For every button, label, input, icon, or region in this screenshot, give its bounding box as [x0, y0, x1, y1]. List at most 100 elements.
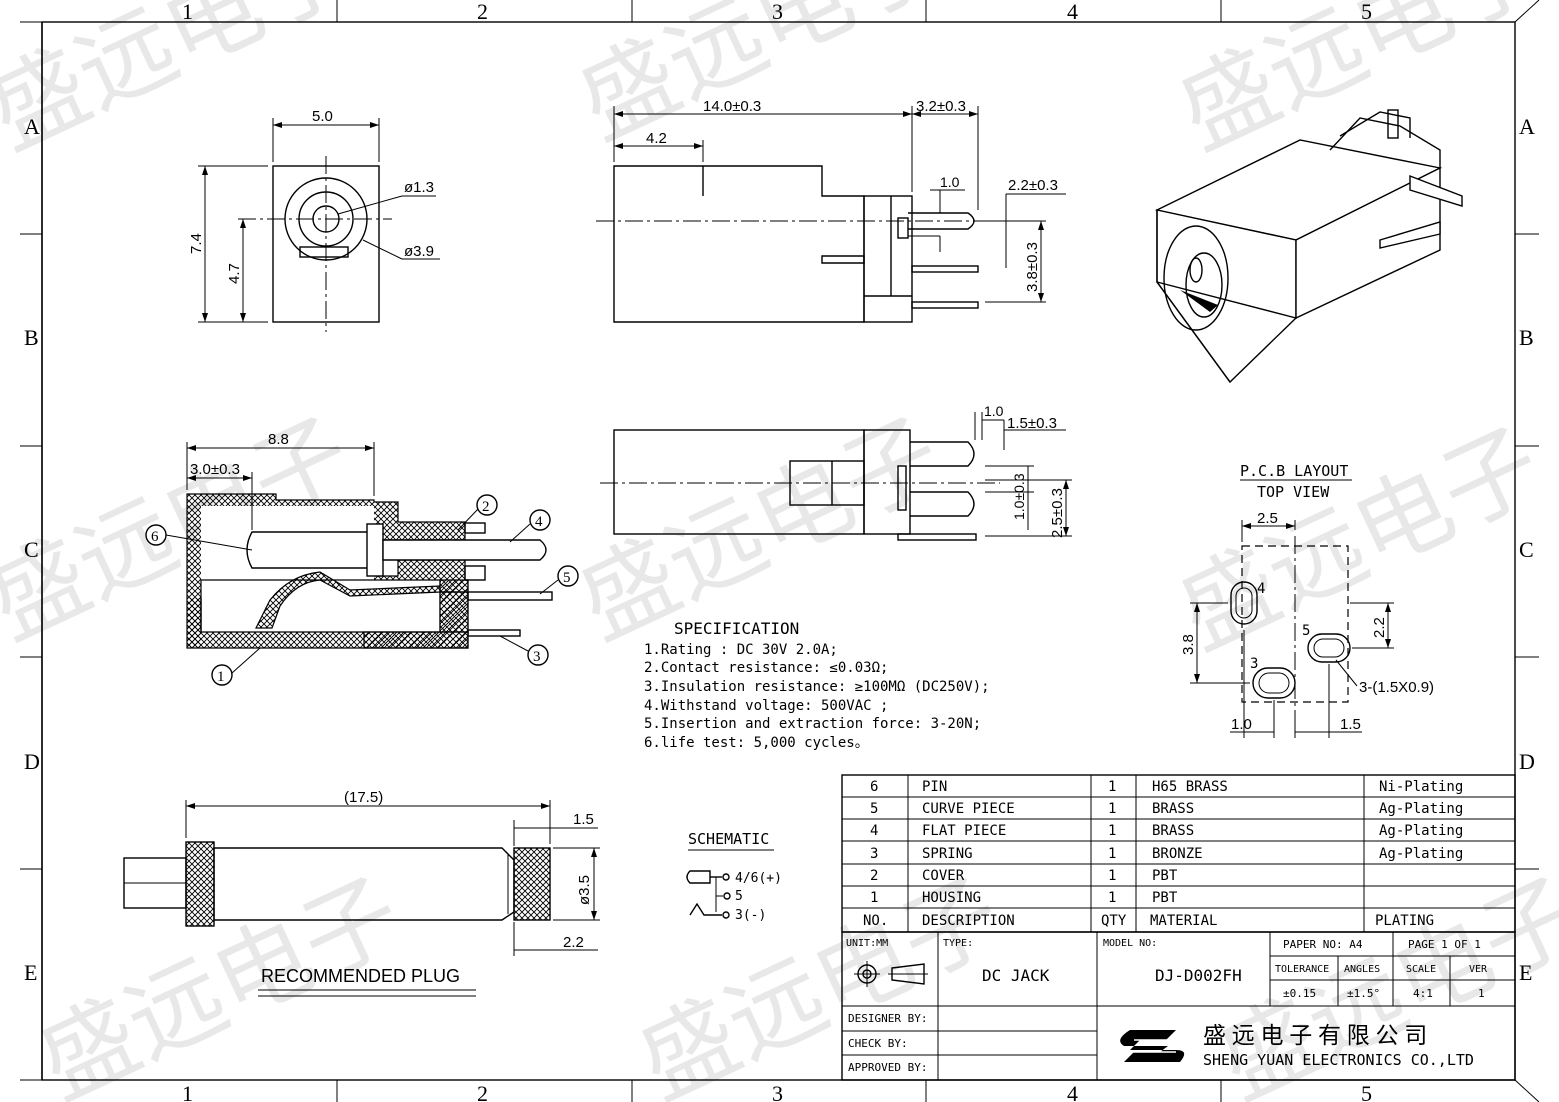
zone-row-label: D — [1519, 749, 1535, 774]
bom-cell: BRASS — [1152, 823, 1194, 839]
watermark-text: 盛远电子 — [562, 0, 957, 161]
specification: SPECIFICATION 1.Rating : DC 30V 2.0A; 2.… — [644, 619, 990, 751]
designer-label: DESIGNER BY: — [848, 1012, 927, 1025]
zone-col-label: 5 — [1361, 0, 1372, 24]
dim-label: ø3.9 — [404, 243, 434, 260]
bom-cell: 1 — [870, 890, 878, 906]
front-view: 5.0 7.4 4.7 ø1.3 ø3.9 — [188, 108, 440, 332]
zone-row-label: B — [1519, 325, 1534, 350]
bom-cell: 3 — [870, 846, 878, 862]
dim-label: 2.2±0.3 — [1008, 177, 1058, 194]
schematic-label: 4/6(+) — [735, 871, 782, 886]
zone-col-label: 4 — [1067, 1081, 1078, 1102]
dim-label: 4.2 — [646, 130, 667, 147]
bom-cell: BRONZE — [1152, 846, 1203, 862]
type-label: TYPE: — [943, 938, 973, 949]
dim-label: ø1.3 — [404, 179, 434, 196]
bom-cell: Ag-Plating — [1379, 823, 1463, 839]
dim-label: 3.8 — [1180, 634, 1197, 655]
side-view: 14.0±0.3 4.2 3.2±0.3 1.0 2.2±0.3 3.8±0.3 — [596, 98, 1066, 323]
paper-label: PAPER NO: A4 — [1283, 938, 1363, 951]
approved-label: APPROVED BY: — [848, 1061, 927, 1074]
bom-cell: Ag-Plating — [1379, 801, 1463, 817]
zone-col-label: 3 — [772, 1081, 783, 1102]
zone-labels: 1 2 3 4 5 1 2 3 4 5 A B C D E A B C D E — [24, 0, 1535, 1102]
callout-number: 3 — [533, 649, 541, 665]
unit-label: UNIT:MM — [846, 938, 888, 949]
bom-cell: 6 — [870, 779, 878, 795]
dim-label: 3.0±0.3 — [190, 461, 240, 478]
sheet-border — [20, 0, 1540, 1102]
zone-row-label: A — [1519, 114, 1535, 139]
pcb-pin-label: 3 — [1250, 656, 1258, 672]
spec-line: 3.Insulation resistance: ≥100MΩ (DC250V)… — [644, 679, 990, 695]
dim-label: 1.5 — [1340, 716, 1361, 733]
zone-row-label: E — [1519, 960, 1532, 985]
callout-number: 6 — [151, 529, 159, 545]
bottom-view: 1.0 1.5±0.3 1.0±0.3 2.5±0.3 — [600, 403, 1072, 541]
dim-label: 2.2 — [1371, 617, 1388, 638]
zone-col-label: 2 — [477, 1081, 488, 1102]
dim-label: 4.7 — [226, 263, 243, 284]
zone-col-label: 3 — [772, 0, 783, 24]
dim-label: 1.5±0.3 — [1007, 415, 1057, 432]
zone-col-label: 1 — [182, 1081, 193, 1102]
callout-number: 4 — [535, 514, 543, 530]
dim-label: 3.8±0.3 — [1024, 242, 1041, 292]
dim-label: 8.8 — [268, 431, 289, 448]
dim-label: 1.0±0.3 — [1011, 473, 1027, 520]
plug-label: RECOMMENDED PLUG — [261, 966, 460, 986]
scale-label: SCALE — [1406, 964, 1436, 975]
spec-line: 1.Rating : DC 30V 2.0A; — [644, 642, 838, 658]
zone-row-label: A — [24, 114, 40, 139]
tolerance-label: TOLERANCE — [1275, 964, 1329, 975]
schematic-label: 5 — [735, 889, 743, 904]
dim-label: 2.2 — [563, 934, 584, 951]
pcb-pin-label: 5 — [1302, 623, 1310, 639]
bom-cell: COVER — [922, 868, 965, 884]
bom-cell: 1 — [1108, 868, 1116, 884]
schematic: SCHEMATIC 4/6(+) 5 3(-) — [686, 830, 782, 923]
zone-col-label: 5 — [1361, 1081, 1372, 1102]
bom-cell: BRASS — [1152, 801, 1194, 817]
zone-col-label: 4 — [1067, 0, 1078, 24]
zone-row-label: D — [24, 749, 40, 774]
bom-header: NO. — [863, 913, 888, 929]
dim-label: 3.2±0.3 — [916, 98, 966, 115]
pcb-pin-label: 4 — [1257, 581, 1265, 597]
callout-number: 5 — [563, 570, 571, 586]
schematic-title: SCHEMATIC — [688, 830, 769, 848]
watermark-text: 盛远电子 — [1162, 0, 1557, 171]
bom-cell: 1 — [1108, 801, 1116, 817]
zone-row-label: C — [24, 537, 39, 562]
dim-label: 5.0 — [312, 108, 333, 125]
watermark-text: 盛远电子 — [1162, 407, 1557, 671]
bom-cell: CURVE PIECE — [922, 801, 1015, 817]
model-label: MODEL NO: — [1103, 938, 1157, 949]
schematic-label: 3(-) — [735, 908, 766, 923]
zone-row-label: C — [1519, 537, 1534, 562]
isometric-view — [1154, 109, 1463, 384]
projection-symbol-icon — [854, 961, 928, 987]
recommended-plug: (17.5) 1.5 ø3.5 2.2 RECOMMENDED PLUG — [123, 789, 600, 997]
bom-cell: 5 — [870, 801, 878, 817]
bom-header: PLATING — [1375, 913, 1434, 929]
pcb-layout: P.C.B LAYOUT TOP VIEW 4 5 3 2.5 3.8 2.2 … — [1180, 462, 1434, 738]
company-logo-icon — [1120, 1030, 1185, 1062]
bom-cell: HOUSING — [922, 890, 981, 906]
dim-label: 1.0 — [940, 174, 960, 190]
pcb-title: P.C.B LAYOUT — [1240, 462, 1348, 480]
section-view: 8.8 3.0±0.3 6 1 2 4 5 3 — [145, 431, 579, 686]
spec-line: 5.Insertion and extraction force: 3-20N; — [644, 716, 981, 732]
bom-cell: 1 — [1108, 890, 1116, 906]
dim-label: 2.5 — [1257, 510, 1278, 527]
bom-table: 6 PIN 1 H65 BRASS Ni-Plating 5 CURVE PIE… — [841, 774, 1516, 933]
bom-cell: 2 — [870, 868, 878, 884]
angles-label: ANGLES — [1344, 964, 1380, 975]
dim-label: (17.5) — [344, 789, 383, 806]
watermark-text: 盛远电子 — [0, 0, 368, 171]
dim-label: 1.5 — [573, 811, 594, 828]
type-value: DC JACK — [982, 966, 1050, 985]
bom-cell: H65 BRASS — [1152, 779, 1228, 795]
